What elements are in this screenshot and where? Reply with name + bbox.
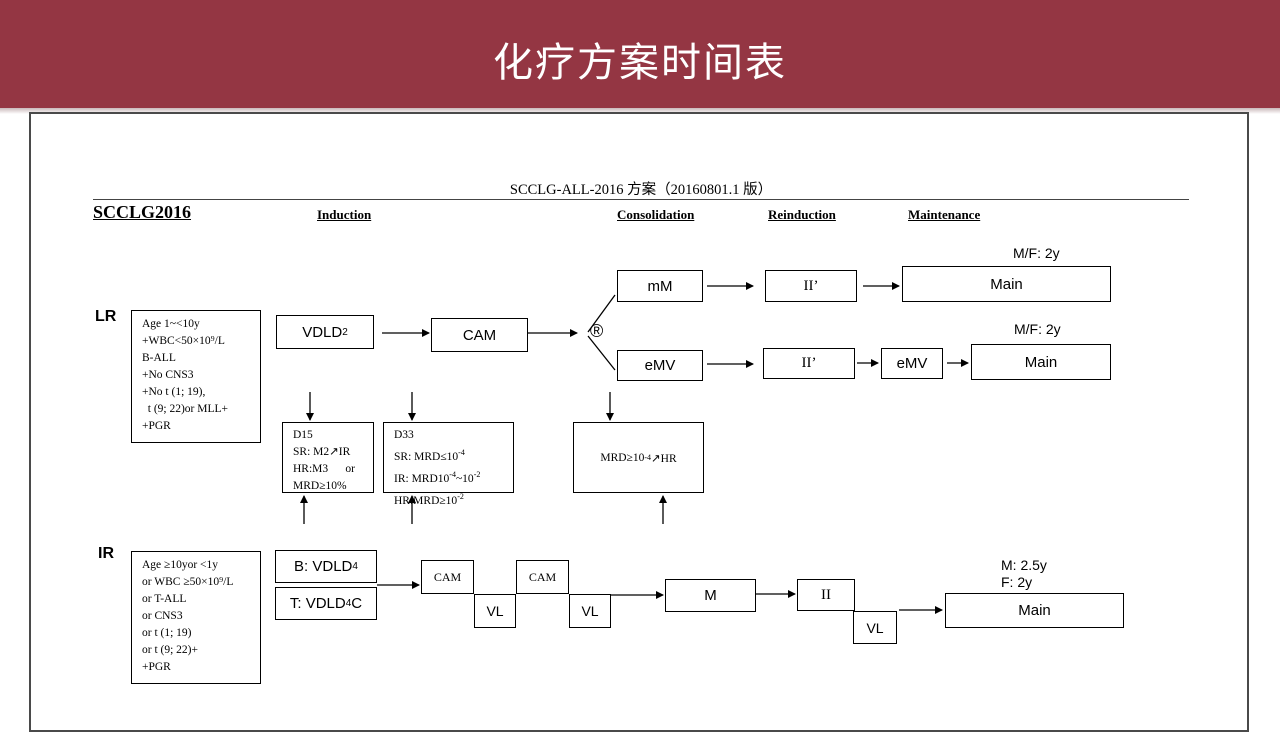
lr-criterion: B-ALL — [142, 352, 176, 364]
ir-vl-box-3: VL — [853, 611, 897, 644]
d33-sr: SR: MRD≤10-4 — [394, 444, 513, 466]
lr-criterion: +No CNS3 — [142, 369, 194, 381]
d15-line: HR:M3 or — [293, 463, 355, 475]
protocol-document: SCCLG-ALL-2016 方案（20160801.1 版） SCCLG201… — [29, 112, 1249, 732]
ir-t-vdld-sub: 4 — [345, 598, 352, 609]
lr-criteria-box: Age 1~<10y +WBC<50×10⁹/L B-ALL +No CNS3 … — [131, 310, 261, 443]
ir-vl-box-1: VL — [474, 594, 516, 628]
ir-t-vdld-tail: C — [351, 595, 363, 612]
ir-m-box: M — [665, 579, 756, 612]
ir-b-vdld-label: B: VDLD — [294, 558, 353, 575]
branch-to-emv — [587, 335, 616, 371]
d15-line: SR: M2↗IR — [293, 446, 351, 458]
d33-ir-mid: ~10 — [455, 472, 474, 485]
lr-criterion: +No t (1; 19), — [142, 386, 206, 398]
lr-criterion: +PGR — [142, 420, 171, 432]
title-rule — [93, 199, 1189, 200]
ir-duration: M: 2.5y F: 2y — [1001, 557, 1047, 591]
protocol-brand: SCCLG2016 — [93, 202, 192, 222]
ir-criterion: or T-ALL — [142, 593, 187, 605]
mrd-text: MRD≥10 — [600, 451, 645, 464]
d15-line: MRD≥10% — [293, 480, 347, 492]
d33-ir-text: IR: MRD10 — [394, 472, 450, 485]
lr-cam-box: CAM — [431, 318, 528, 352]
mrd-tail: ↗HR — [651, 452, 677, 465]
d15-line: D15 — [293, 429, 313, 441]
ir-cam-box-2: CAM — [516, 560, 569, 594]
phase-reinduction: Reinduction — [768, 207, 836, 222]
ir-duration-m: M: 2.5y — [1001, 557, 1047, 573]
ir-label: IR — [98, 545, 114, 562]
ir-duration-f: F: 2y — [1001, 574, 1033, 590]
lr-ii-box-b: II’ — [763, 348, 855, 379]
randomization-symbol: ® — [590, 321, 604, 341]
d33-title: D33 — [394, 429, 414, 441]
branch-to-mm — [587, 294, 616, 333]
ir-b-vdld-sub: 4 — [352, 561, 358, 572]
slide-title: 化疗方案时间表 — [493, 40, 787, 86]
ir-criterion: or t (9; 22)+ — [142, 644, 198, 656]
d33-assessment-box: D33 SR: MRD≤10-4 IR: MRD10-4~10-2 HR:MRD… — [383, 422, 514, 506]
flow-arrows — [300, 282, 969, 614]
ir-criterion: +PGR — [142, 661, 171, 673]
banner-shadow — [0, 108, 1280, 114]
lr-mm-box: mM — [617, 270, 703, 302]
ir-criterion: Age ≥10yor <1y — [142, 559, 219, 571]
ir-criterion: or WBC ≥50×10⁹/L — [142, 576, 234, 588]
lr-vdld-label: VDLD — [302, 323, 343, 341]
ir-t-vdld-label: T: VDLD — [289, 595, 346, 612]
mrd-assessment-box: MRD≥10-4↗HR — [573, 422, 704, 493]
d15-assessment-box: D15 SR: M2↗IR HR:M3 or MRD≥10% — [282, 422, 374, 493]
lr-ii-box-a: II’ — [765, 270, 857, 302]
mrd-sup: -4 — [644, 453, 652, 462]
lr-criterion: Age 1~<10y — [142, 318, 200, 330]
lr-main-box-a: Main — [902, 266, 1111, 302]
lr-duration-b: M/F: 2y — [1014, 321, 1061, 337]
d33-sr-text: SR: MRD≤10 — [394, 450, 459, 463]
lr-emv-box: eMV — [617, 350, 703, 381]
phase-consolidation: Consolidation — [617, 207, 695, 222]
lr-criterion: t (9; 22)or MLL+ — [142, 403, 229, 415]
d33-sr-sup: -4 — [458, 448, 465, 457]
lr-vdld-sub: 2 — [342, 326, 348, 338]
d33-ir: IR: MRD10-4~10-2 — [394, 466, 513, 488]
phase-induction: Induction — [317, 207, 372, 222]
ir-criterion: or CNS3 — [142, 610, 183, 622]
ir-criteria-box: Age ≥10yor <1y or WBC ≥50×10⁹/L or T-ALL… — [131, 551, 261, 684]
lr-emv-box-2: eMV — [881, 348, 943, 379]
d33-hr-sup: -2 — [457, 491, 464, 501]
protocol-title: SCCLG-ALL-2016 方案（20160801.1 版） — [509, 182, 773, 198]
ir-cam-box-1: CAM — [421, 560, 474, 594]
ir-criterion: or t (1; 19) — [142, 627, 192, 639]
ir-vl-box-2: VL — [569, 594, 611, 628]
lr-criterion: +WBC<50×10⁹/L — [142, 335, 225, 347]
ir-ii-box: II — [797, 579, 855, 611]
phase-maintenance: Maintenance — [908, 207, 981, 222]
lr-main-box-b: Main — [971, 344, 1111, 380]
title-banner: 化疗方案时间表 — [0, 0, 1280, 108]
lr-duration-a: M/F: 2y — [1013, 245, 1060, 261]
d33-ir-sup1: -4 — [449, 469, 456, 479]
lr-label: LR — [95, 308, 117, 325]
ir-main-box: Main — [945, 593, 1124, 628]
d33-ir-sup2: -2 — [473, 469, 481, 479]
